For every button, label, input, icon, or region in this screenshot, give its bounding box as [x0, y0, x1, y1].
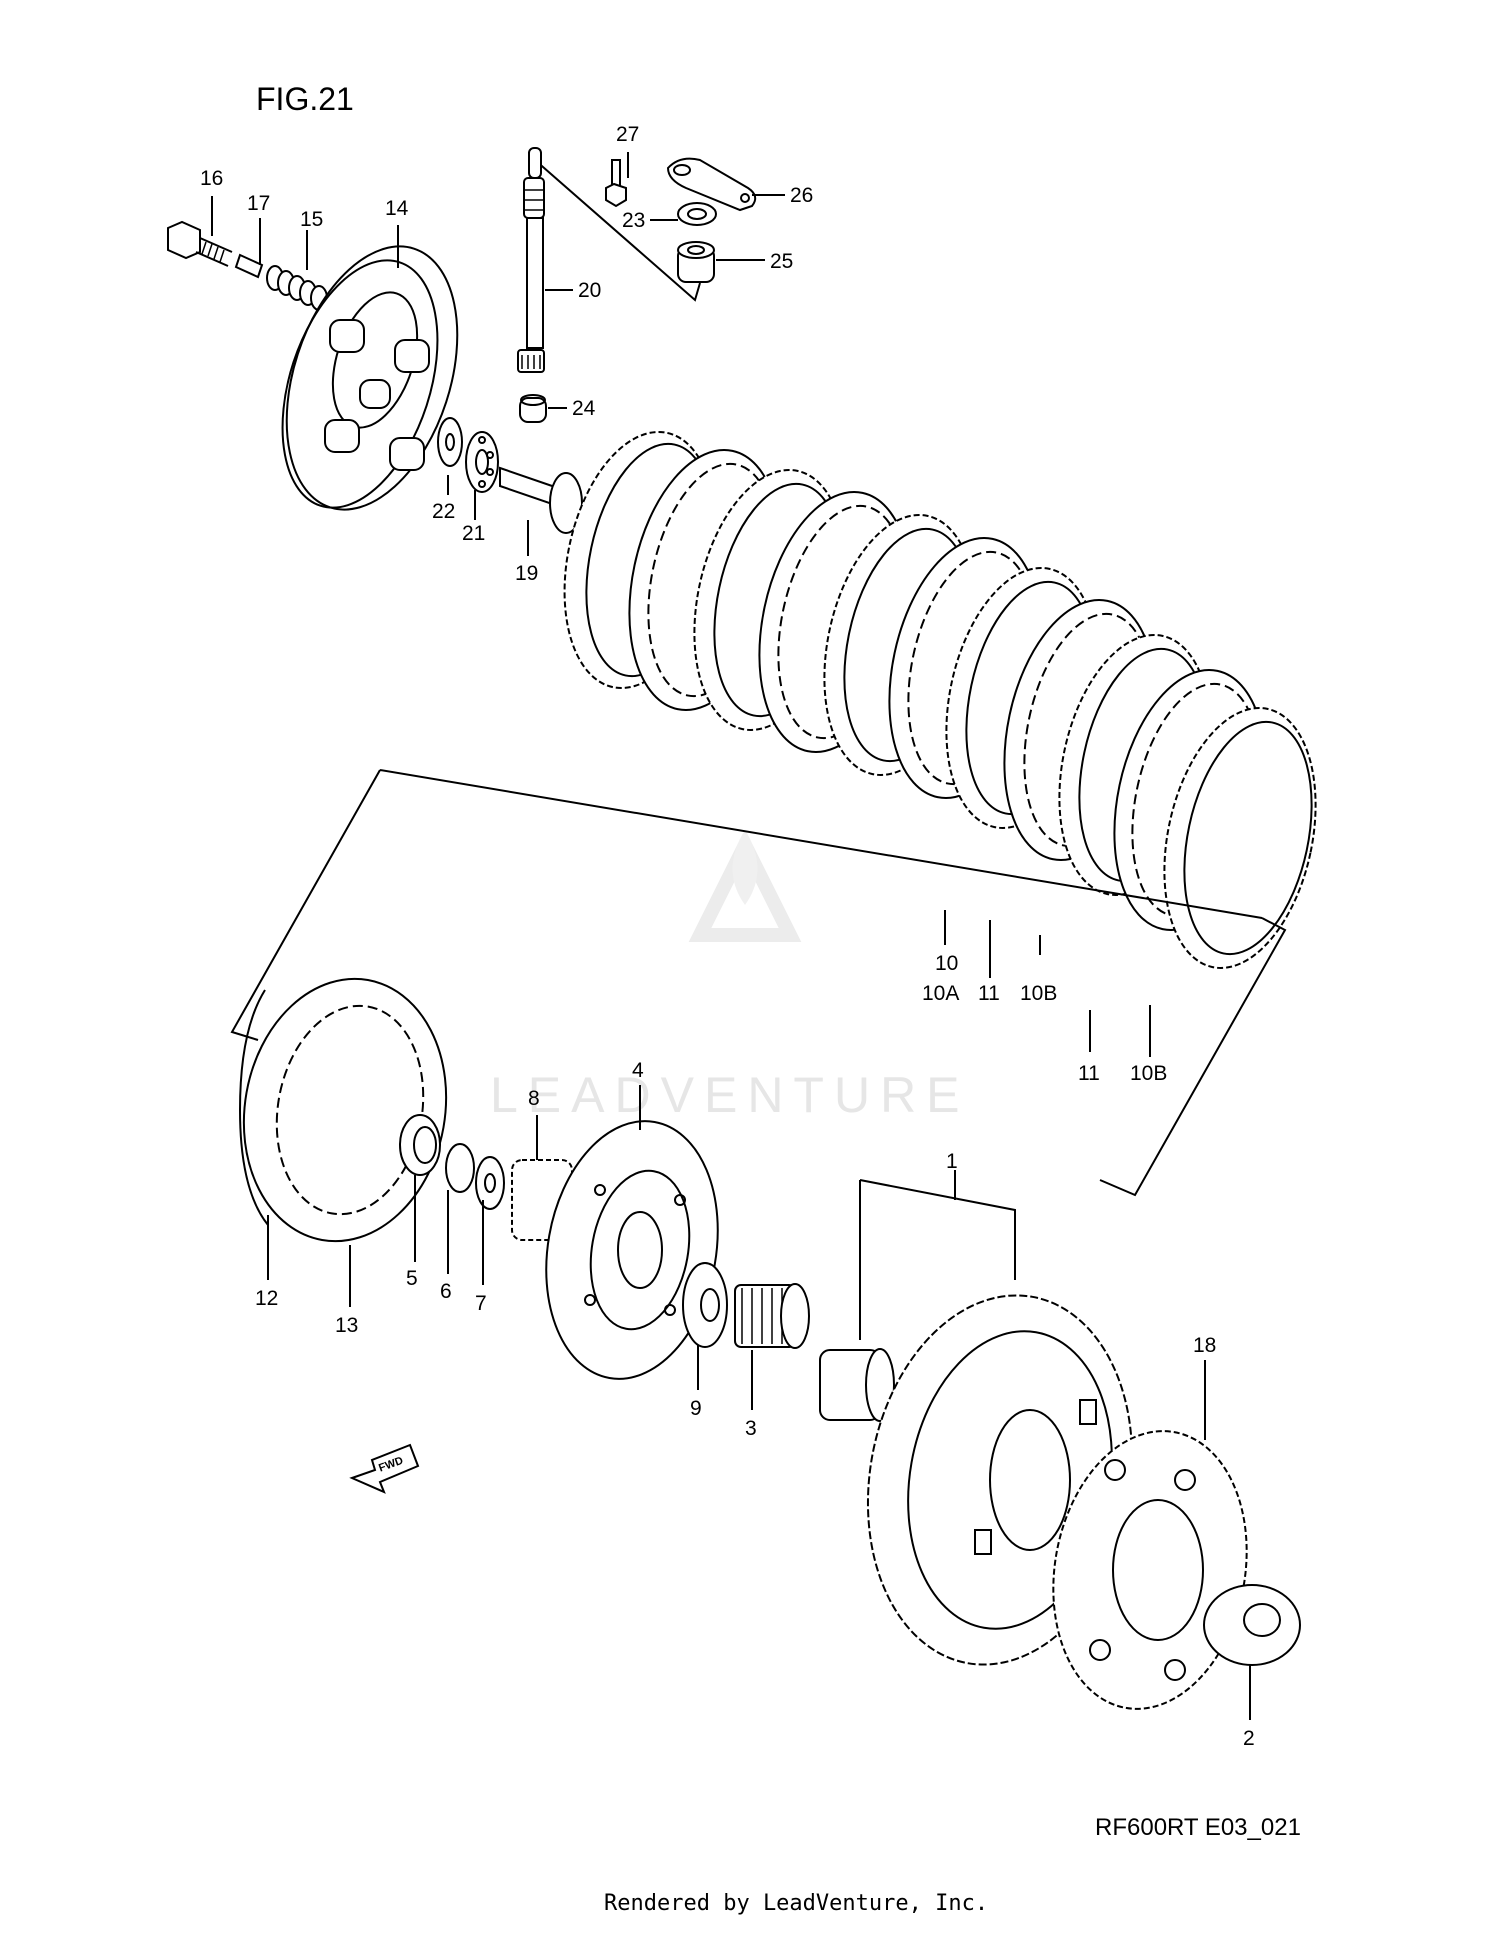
spacer-2 [1203, 1584, 1301, 1666]
release-bearing-group [437, 417, 583, 534]
callout-11-a: 11 [978, 982, 1000, 1005]
callout-19: 19 [515, 562, 538, 585]
clutch-plate-stack [563, 430, 1317, 969]
figure-code: RF600RT E03_021 [1095, 1814, 1301, 1841]
callout-12: 12 [255, 1287, 278, 1310]
callout-24: 24 [572, 397, 596, 420]
callout-3: 3 [745, 1417, 757, 1440]
callout-21: 21 [462, 522, 485, 545]
leader-lines [211, 152, 1251, 1720]
callout-10b-a: 10B [1020, 982, 1057, 1005]
callout-7: 7 [475, 1292, 487, 1315]
callout-17: 17 [247, 192, 270, 215]
callout-5: 5 [406, 1267, 418, 1290]
watermark: LEADVENTURE [490, 829, 970, 1123]
callout-8: 8 [528, 1087, 540, 1110]
seal-23 [677, 202, 717, 226]
thrust-washer-9 [682, 1262, 728, 1348]
callout-10a: 10A [922, 982, 959, 1005]
fwd-arrow: FWD [349, 1443, 420, 1494]
washer-7 [475, 1156, 505, 1210]
small-parts-5-7 [399, 1114, 505, 1210]
callout-20: 20 [578, 279, 601, 302]
push-piece-19 [499, 466, 583, 534]
bush-25 [677, 241, 715, 283]
callout-14: 14 [385, 197, 409, 220]
bolt-27 [605, 159, 627, 208]
callout-26: 26 [790, 184, 813, 207]
bearing-21 [465, 431, 499, 493]
spacer-17 [234, 253, 264, 279]
clutch-sleeve-hub-13 [238, 977, 448, 1243]
washer-6 [445, 1143, 475, 1193]
bolt-16 [167, 220, 233, 267]
callout-11-b: 11 [1078, 1062, 1100, 1085]
render-footer: Rendered by LeadVenture, Inc. [604, 1891, 988, 1916]
needle-bearing-3 [734, 1283, 810, 1349]
callout-labels: 16 17 15 14 27 26 23 25 20 24 22 21 19 1… [200, 123, 1255, 1750]
assembly-bracket [230, 769, 1287, 1197]
callout-4: 4 [632, 1059, 644, 1082]
callout-9: 9 [690, 1397, 702, 1420]
release-arm-26 [666, 157, 757, 212]
callout-10b-b: 10B [1130, 1062, 1167, 1085]
callout-15: 15 [300, 208, 323, 231]
release-shaft-20 [517, 147, 545, 373]
pressure-plate-14 [281, 245, 459, 511]
callout-23: 23 [622, 209, 645, 232]
callout-1: 1 [946, 1150, 958, 1173]
pressure-plate-group [167, 220, 459, 511]
callout-18: 18 [1193, 1334, 1216, 1357]
spring-15 [266, 265, 328, 311]
primary-driven-hub-4 [511, 1120, 719, 1380]
callout-10: 10 [935, 952, 958, 975]
callout-25: 25 [770, 250, 793, 273]
callout-2: 2 [1243, 1727, 1255, 1750]
bush-5 [399, 1114, 441, 1176]
release-shaft-group [517, 147, 757, 423]
callout-27: 27 [616, 123, 639, 146]
figure-title: FIG.21 [256, 81, 354, 117]
callout-6: 6 [440, 1280, 452, 1303]
bush-24 [519, 394, 547, 423]
callout-22: 22 [432, 500, 455, 523]
washer-22 [437, 417, 463, 467]
callout-16: 16 [200, 167, 223, 190]
watermark-text: LEADVENTURE [490, 1067, 970, 1123]
callout-13: 13 [335, 1314, 358, 1337]
